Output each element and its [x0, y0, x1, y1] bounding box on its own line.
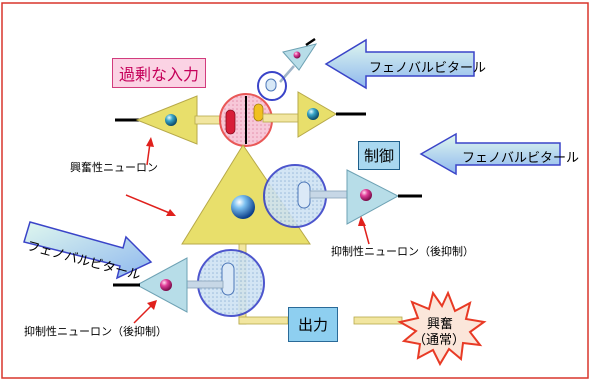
right-inhibitory-terminal [297, 181, 311, 209]
top-inhibitory-terminal [265, 78, 277, 92]
red-arrowhead-soma [166, 209, 176, 216]
left-inhibitory-terminal [221, 262, 235, 296]
excitatory-output-nucleus [307, 108, 319, 120]
output-line [353, 316, 403, 325]
top-inhibitory-axon [279, 65, 295, 83]
phenobarbital-arrow-left [23, 221, 153, 280]
right-inhibitory-nucleus [360, 189, 372, 201]
dendrite-right [262, 113, 300, 123]
receptor-yellow [253, 103, 264, 122]
inhibitory-neuron-right-label: 抑制性ニューロン（後抑制） [331, 245, 474, 258]
right-inhibitory-axon [309, 190, 351, 199]
excitatory-neuron-label: 興奮性ニューロン [70, 161, 158, 174]
inhibitory-neuron-left-label: 抑制性ニューロン（後抑制） [24, 325, 167, 338]
output-label: 出力 [288, 307, 339, 342]
left-inhibitory-axon [185, 280, 224, 289]
red-arrow-excitatory [146, 142, 151, 166]
red-arrowhead-left-inhibitory [147, 300, 157, 310]
phenobarbital-label-mid: フェノバルビタール [462, 151, 580, 166]
top-inhibitory-input-line [305, 37, 316, 47]
phenobarbital-label-top: フェノバルビタール [369, 61, 487, 76]
phenobarbital-arrow-mid [419, 132, 561, 176]
main-axon-horizontal [238, 316, 289, 325]
top-inhibitory-nucleus [293, 51, 301, 59]
red-arrowhead-excitatory [146, 137, 154, 147]
phenobarbital-arrow-top [324, 38, 475, 90]
excitation-label-2: （通常） [413, 333, 466, 348]
red-arrow-left-inhibitory [133, 303, 154, 324]
right-inhibitory-triangle [346, 169, 400, 225]
excitation-label-1: 興奮 [427, 317, 454, 332]
excitation-starburst [397, 290, 487, 367]
excitatory-neuron-nucleus [165, 114, 177, 126]
left-inhibitory-nucleus [160, 279, 172, 291]
top-inhibitory-synapse-highlight [257, 71, 287, 101]
control-label: 制御 [358, 141, 401, 170]
excitatory-vesicle [225, 109, 236, 135]
red-arrowhead-right-inhibitory [358, 216, 366, 226]
main-soma-nucleus [231, 195, 255, 219]
red-arrow-to-soma [125, 194, 173, 215]
overinput-label: 過剰な入力 [112, 58, 207, 88]
